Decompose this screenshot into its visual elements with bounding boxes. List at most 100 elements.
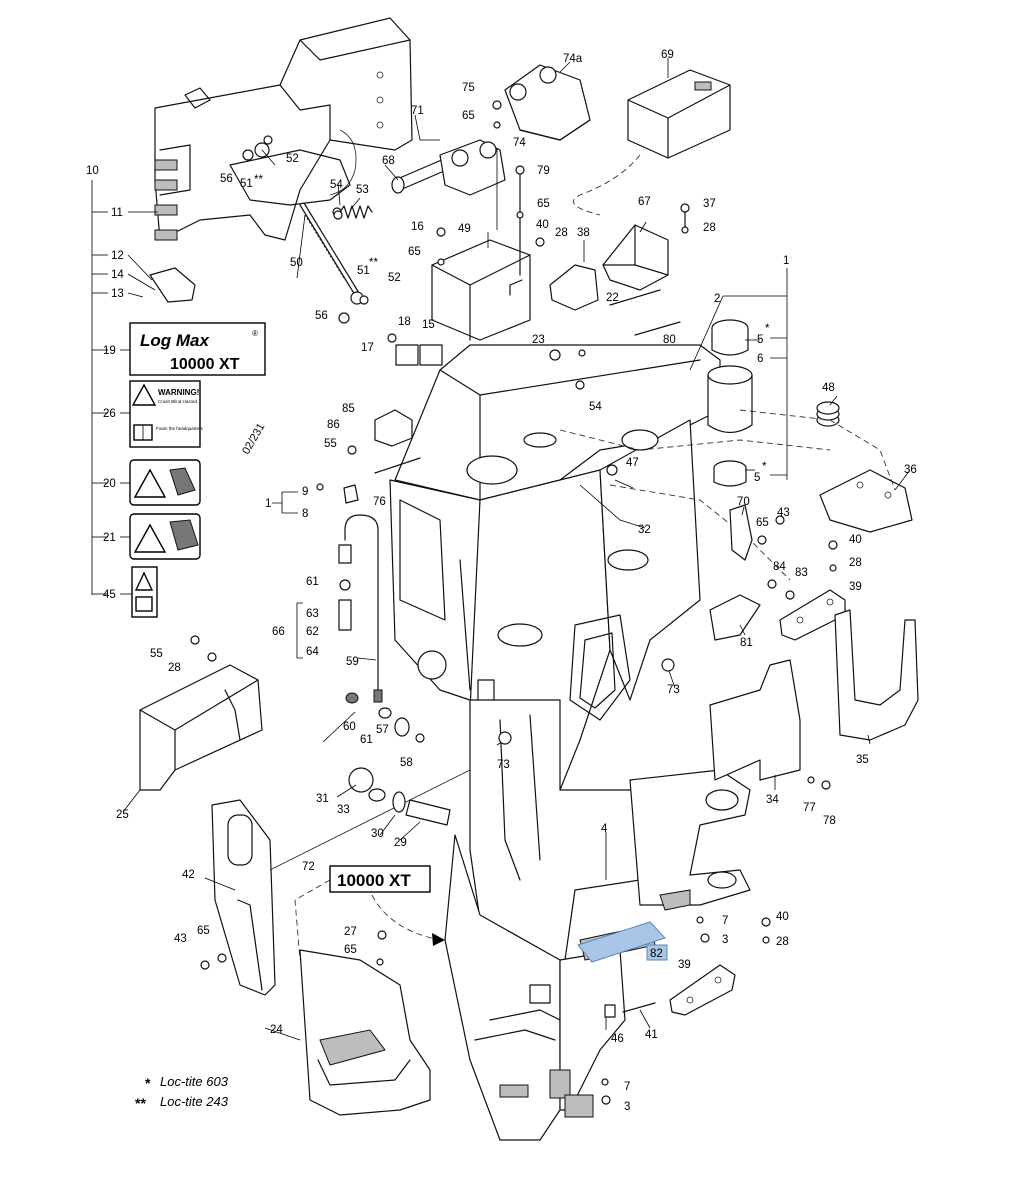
callout-4: 4: [601, 823, 608, 835]
callout-77: 77: [803, 802, 816, 814]
arrow-head: [432, 933, 445, 946]
dashed-leader: [371, 894, 441, 941]
callout-27: 27: [344, 926, 357, 938]
callout-42: 42: [182, 869, 195, 881]
callout-57: 57: [376, 724, 389, 736]
callout-39: 39: [849, 581, 862, 593]
cover-69: [627, 69, 731, 159]
callout-18: 18: [398, 316, 411, 328]
safety-decal-21: [129, 513, 201, 560]
callout-72: 72: [302, 861, 315, 873]
bracket-66: [296, 602, 303, 659]
main-frame-body: [389, 344, 751, 1141]
callout-34: 34: [766, 794, 779, 806]
callout-28: 28: [703, 222, 716, 234]
warning-line-2: Foam the headquarters: [156, 426, 204, 431]
callout-64: 64: [306, 646, 319, 658]
callout-24: 24: [270, 1024, 283, 1036]
callout-11: 11: [111, 207, 123, 219]
plate-39: [669, 964, 736, 1016]
callout-56: 56: [315, 310, 328, 322]
legend: * Loc-tite 603 ** Loc-tite 243: [135, 1074, 229, 1111]
callout-47: 47: [626, 457, 639, 469]
callout-58: 58: [400, 757, 413, 769]
callout-36: 36: [904, 464, 917, 476]
callout-62: 62: [306, 626, 319, 638]
bracket-1: [272, 491, 298, 514]
fittings-29-33: [345, 692, 451, 826]
callout-39: 39: [678, 959, 691, 971]
callout-1: 1: [265, 498, 271, 510]
callout-31: 31: [316, 793, 329, 805]
callout-66: 66: [272, 626, 285, 638]
safety-decal-20: [129, 459, 201, 506]
star-double: **: [254, 174, 263, 186]
callout-16: 16: [411, 221, 424, 233]
callout-43: 43: [777, 507, 790, 519]
callout-8: 8: [302, 508, 308, 520]
callout-5: 5: [757, 334, 763, 346]
callout-59: 59: [346, 656, 359, 668]
callout-26: 26: [103, 408, 116, 420]
callout-17: 17: [361, 342, 374, 354]
callout-51: 51: [357, 265, 370, 277]
bolts-long: [374, 169, 686, 1013]
callout-7: 7: [722, 915, 728, 927]
callout-28: 28: [168, 662, 181, 674]
model-plate-text: 10000 XT: [337, 871, 411, 890]
legend-text-double: Loc-tite 243: [160, 1094, 229, 1109]
callout-19: 19: [103, 345, 116, 357]
callout-65: 65: [462, 110, 475, 122]
warning-line-1: Crush Blind Hazard: [158, 399, 198, 404]
cover-49: [431, 239, 531, 341]
clip-8: [343, 484, 359, 504]
callout-70: 70: [737, 496, 750, 508]
callout-55: 55: [150, 648, 163, 660]
callout-74a: 74a: [563, 53, 583, 65]
callout-22: 22: [606, 292, 619, 304]
callout-65: 65: [408, 246, 421, 258]
dashed-leader: [294, 879, 331, 961]
dashed-leader: [739, 409, 896, 491]
callout-67: 67: [638, 196, 651, 208]
guard-34: [709, 659, 801, 781]
leader-line: [269, 769, 471, 871]
callout-1: 1: [783, 255, 789, 267]
callout-46: 46: [611, 1033, 624, 1045]
callout-32: 32: [638, 524, 651, 536]
callout-52: 52: [388, 272, 401, 284]
logo-brand-text: Log Max: [140, 331, 210, 350]
tilt-frame-part: [154, 17, 413, 241]
callout-55: 55: [324, 438, 337, 450]
guard-35: [834, 609, 919, 741]
callout-labels: 10 11 12 14 13 19 26 20 21 45 9 1 8 61 6…: [86, 49, 917, 1113]
callout-63: 63: [306, 608, 319, 620]
warning-decal: [129, 380, 201, 448]
callout-69: 69: [661, 49, 674, 61]
callout-12: 12: [111, 250, 124, 262]
callout-21: 21: [103, 532, 116, 544]
dashed-leader: [559, 429, 831, 451]
bracket-86: [374, 409, 413, 447]
callout-83: 83: [795, 567, 808, 579]
sheet-reference: 02/231: [240, 421, 267, 456]
callout-40: 40: [776, 911, 789, 923]
callout-7: 7: [624, 1081, 630, 1093]
callout-56: 56: [220, 173, 233, 185]
callout-41: 41: [645, 1029, 658, 1041]
callout-61: 61: [360, 734, 373, 746]
star-double: **: [369, 257, 378, 269]
hose-fitting: [338, 599, 352, 631]
callout-37: 37: [703, 198, 716, 210]
bracket-38: [549, 264, 599, 311]
bracket-74: [439, 139, 506, 196]
callout-73: 73: [497, 759, 510, 771]
callout-35: 35: [856, 754, 869, 766]
callout-50: 50: [290, 257, 303, 269]
callout-43: 43: [174, 933, 187, 945]
callout-20: 20: [103, 478, 116, 490]
callout-leaders: [122, 58, 911, 1041]
callout-75: 75: [462, 82, 475, 94]
callout-82-highlight: [646, 944, 668, 961]
